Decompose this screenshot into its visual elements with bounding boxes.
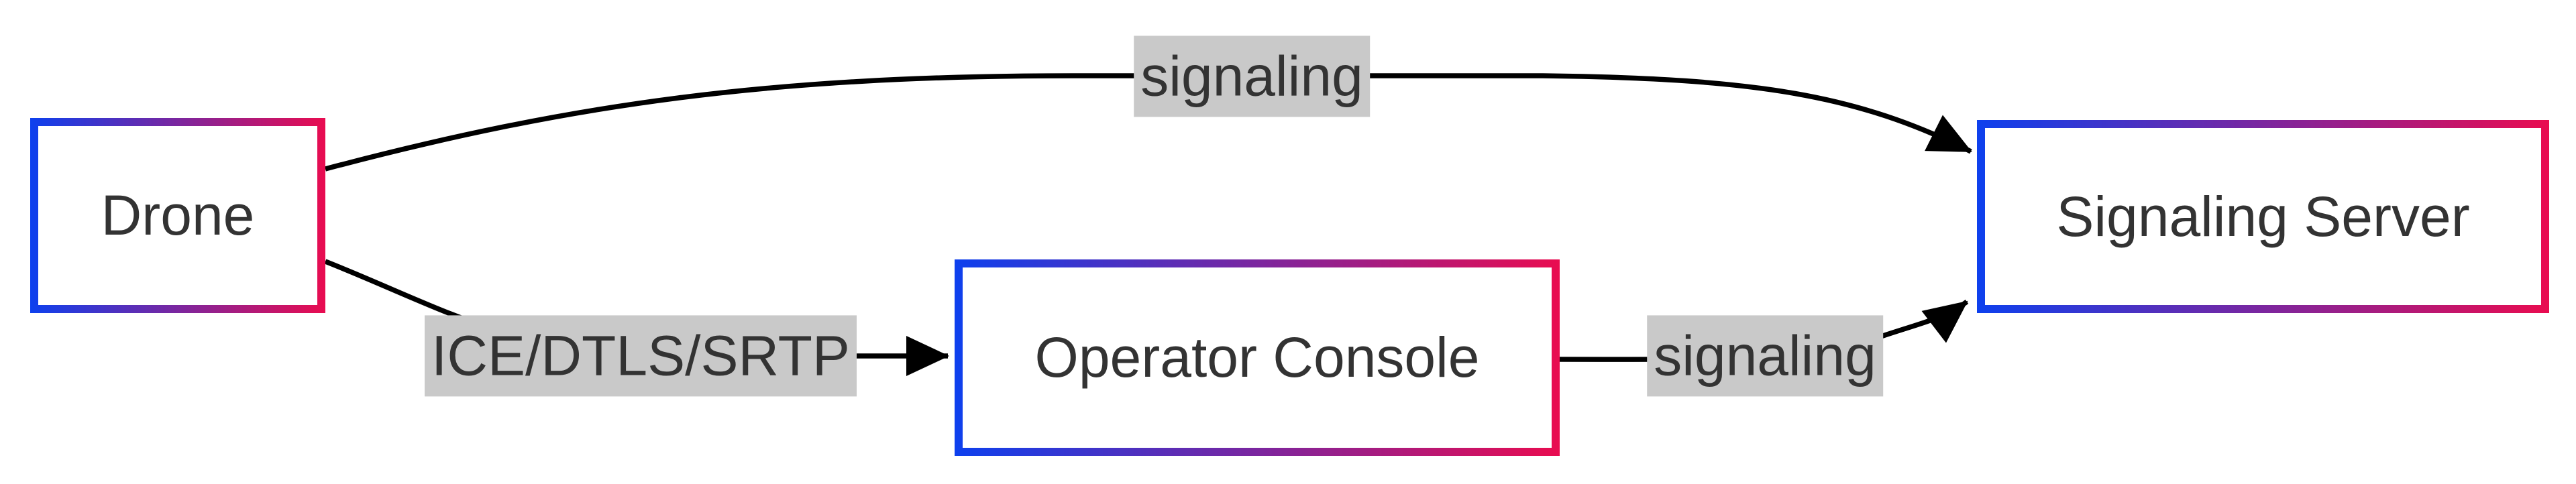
node-signaling-server-label: Signaling Server: [2056, 184, 2470, 248]
edge-label-ice-dtls-srtp: ICE/DTLS/SRTP: [425, 315, 857, 397]
node-signaling-server-body: Signaling Server: [1985, 128, 2541, 305]
edge-label-signaling-bottom: signaling: [1647, 315, 1883, 397]
edge-drone-to-signaling-server: [325, 73, 1972, 172]
node-operator-console: Operator Console: [955, 259, 1560, 456]
node-drone: Drone: [30, 118, 325, 313]
node-signaling-server: Signaling Server: [1977, 120, 2549, 313]
edge-label-signaling-top: signaling: [1134, 36, 1370, 117]
node-operator-console-body: Operator Console: [963, 267, 1552, 448]
node-drone-label: Drone: [101, 184, 255, 247]
node-drone-body: Drone: [38, 126, 317, 305]
node-operator-console-label: Operator Console: [1034, 326, 1480, 389]
